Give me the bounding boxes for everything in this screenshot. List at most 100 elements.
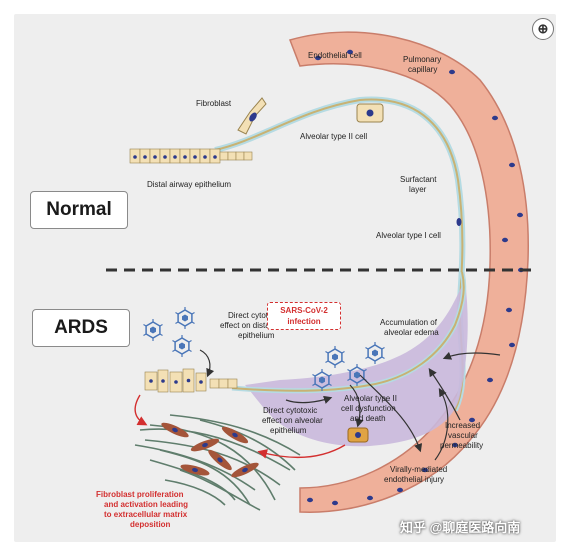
endothelial-nucleus [452, 442, 458, 448]
endothelial-nucleus [315, 55, 321, 61]
label-permeability-3: permeability [440, 441, 483, 450]
virion-spike [143, 333, 147, 337]
virion-spike [188, 339, 192, 343]
arrow-virus-to-endothelium [359, 374, 423, 453]
activated-fibroblasts [161, 422, 259, 478]
label-fibroblast-prolif-3: to extracellular matrix [104, 510, 188, 519]
sars-line-1: SARS-CoV-2 [280, 306, 328, 315]
virion-core [354, 371, 360, 379]
label-endothelial-cell: Endothelial cell [308, 51, 362, 60]
virion-spike [363, 368, 367, 372]
airway-epithelial-nucleus [183, 155, 187, 159]
virion-spike [341, 350, 345, 354]
ecm-fiber [144, 439, 281, 486]
label-endothelial-injury-2: endothelial injury [384, 475, 444, 484]
ecm-fiber [139, 428, 291, 471]
virion-spike [188, 349, 192, 353]
virion-spike [172, 349, 176, 353]
virion-spike [312, 383, 316, 387]
airway-epithelial-nucleus [213, 155, 217, 159]
label-pulmonary-capillary-1: Pulmonary [403, 55, 441, 64]
label-type-ii-dysfunction-2: cell dysfunction [341, 404, 396, 413]
label-fibroblast-prolif-1: Fibroblast proliferation [96, 490, 184, 499]
arrow-epithelium-to-fibroblast [134, 394, 148, 426]
label-edema-1: Accumulation of [380, 318, 438, 327]
virion-core [319, 376, 325, 384]
label-permeability-2: vascular [448, 431, 478, 440]
virion-spike [381, 346, 385, 350]
arrow-to-edema [442, 351, 501, 360]
virion-spike [191, 321, 195, 325]
endothelial-nucleus [397, 487, 403, 493]
label-fibroblast: Fibroblast [196, 99, 232, 108]
endothelial-nucleus [367, 495, 373, 501]
sars-line-2: infection [287, 317, 321, 326]
damaged-epithelial-nucleus [174, 380, 178, 384]
endothelial-nucleus [307, 497, 313, 503]
label-cytotoxic-alveolar-3: epithelium [270, 426, 307, 435]
state-normal-label: Normal [46, 199, 112, 220]
endothelial-nucleus [469, 417, 475, 423]
label-surfactant-2: layer [409, 185, 427, 194]
ecm-fiber [134, 444, 256, 491]
virion-spike [175, 311, 179, 315]
virion-spike [325, 350, 329, 354]
virion-spike [325, 360, 329, 364]
airway-epithelial-nucleus [133, 155, 137, 159]
arrow-to-type-ii [349, 384, 364, 428]
state-ards-label: ARDS [54, 317, 108, 338]
airway-epithelial-nucleus [193, 155, 197, 159]
airway-epithelial-nucleus [143, 155, 147, 159]
virion-core [332, 353, 338, 361]
virion-spike [143, 323, 147, 327]
state-normal-box: Normal [30, 191, 128, 229]
virion-spike [347, 368, 351, 372]
ecm-fiber [199, 419, 296, 471]
label-cytotoxic-airway-1: Direct cytotoxic [228, 311, 282, 320]
virion-spike [347, 378, 351, 382]
label-edema-2: alveolar edema [384, 328, 439, 337]
label-cytotoxic-airway-2: effect on distal airway [220, 321, 297, 330]
ards-alveolar-lining-edge [231, 271, 465, 392]
dying-type-ii-nucleus [355, 432, 361, 438]
watermark: 知乎 @聊庭医路向南 [400, 520, 521, 535]
endothelial-nucleus [487, 377, 493, 383]
label-type-ii-dysfunction-1: Alveolar type II [344, 394, 397, 403]
activated-fibroblast-nucleus [242, 467, 248, 473]
damaged-epithelial-nucleus [161, 379, 165, 383]
arrow-permeability-to-edema [428, 368, 461, 421]
label-cytotoxic-alveolar-2: effect on alveolar [262, 416, 323, 425]
virion-spike [341, 360, 345, 364]
airway-epithelial-nucleus [173, 155, 177, 159]
virion-spike [365, 346, 369, 350]
damaged-epithelial-cell [227, 378, 238, 389]
activated-fibroblast-nucleus [232, 432, 238, 438]
endothelial-nucleus [449, 69, 455, 75]
ecm-fiber [164, 479, 226, 506]
virion-spike [328, 373, 332, 377]
label-cytotoxic-airway-3: epithelium [238, 331, 275, 340]
label-fibroblast-prolif-2: and activation leading [104, 500, 188, 509]
airway-epithelial-cell [219, 151, 229, 161]
fibroblast-normal-nucleus [249, 112, 257, 122]
arrow-type-ii-to-fibroblast [257, 444, 346, 459]
alveolar-edema [245, 280, 468, 447]
virion-spike [365, 356, 369, 360]
damaged-epithelial-cell [209, 378, 220, 389]
airway-epithelial-nucleus [163, 155, 167, 159]
endothelial-nucleus [422, 467, 428, 473]
endothelial-nucleus [492, 115, 498, 121]
distal-airway-epithelium [129, 148, 253, 164]
endothelial-nucleus [347, 49, 353, 55]
virion-spike [172, 339, 176, 343]
pulmonary-capillary [289, 31, 529, 513]
virion-spike [381, 356, 385, 360]
zoom-in-icon[interactable]: ⊕ [532, 18, 554, 40]
sars-cov-2-box: SARS-CoV-2 infection [267, 302, 341, 330]
ecm-fiber [179, 469, 261, 511]
damaged-epithelial-cell [218, 378, 229, 389]
arrow-cytotoxic-alveolar [285, 395, 333, 404]
sars-cov-2-virions [143, 307, 385, 391]
virion-spike [328, 383, 332, 387]
virion-spike [191, 311, 195, 315]
